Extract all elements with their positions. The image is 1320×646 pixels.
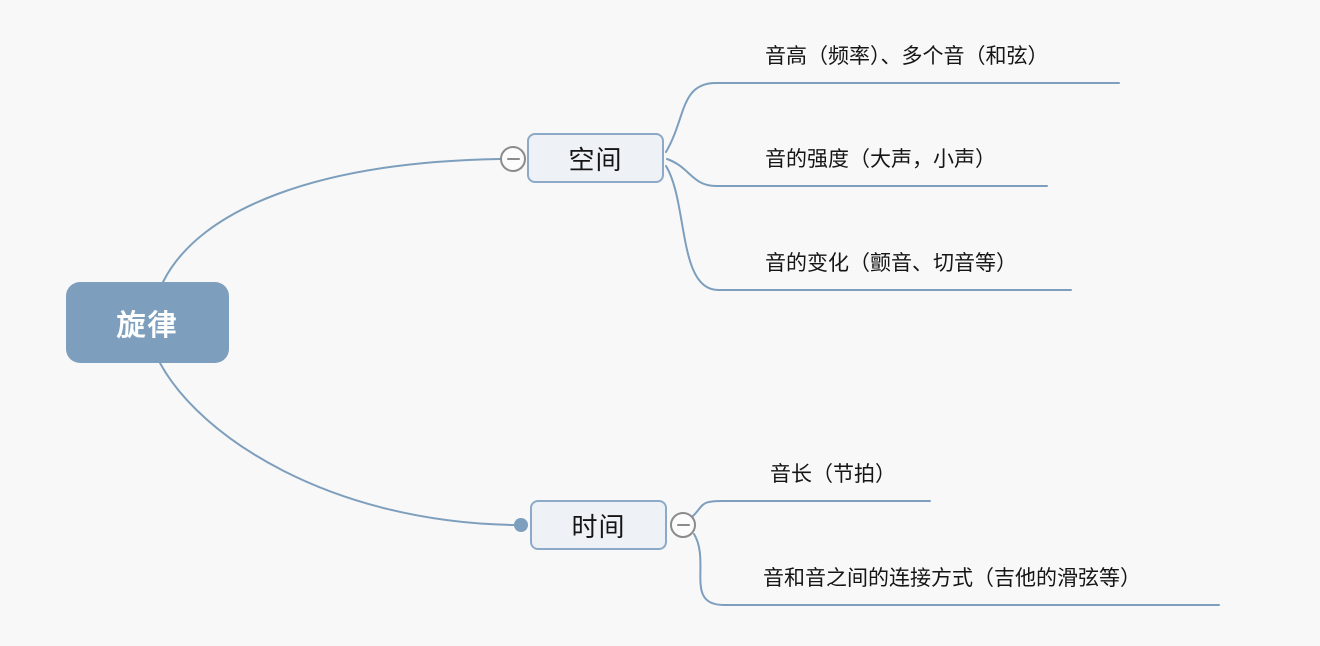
root-topic-label: 旋律 <box>116 309 179 342</box>
branch-topic-label: 空间 <box>568 144 623 175</box>
minus-icon <box>506 157 520 161</box>
branch-topic-time[interactable]: 时间 <box>530 500 667 550</box>
subtopic-variation[interactable]: 音的变化（颤音、切音等） <box>765 252 1017 275</box>
branch-topic-label: 时间 <box>571 511 626 542</box>
subtopic-intensity[interactable]: 音的强度（大声，小声） <box>765 148 996 171</box>
subtopic-note-connection[interactable]: 音和音之间的连接方式（吉他的滑弦等） <box>763 567 1141 590</box>
minus-icon <box>676 523 690 527</box>
subtopic-duration[interactable]: 音长（节拍） <box>770 463 896 486</box>
branch-topic-space[interactable]: 空间 <box>527 133 664 183</box>
subtopic-pitch-chord[interactable]: 音高（频率）、多个音（和弦） <box>765 45 1049 68</box>
connector-root-to-time <box>159 362 515 526</box>
connector-root-to-space <box>162 158 501 283</box>
collapse-button-space[interactable] <box>500 146 526 172</box>
connection-dot-icon <box>514 518 528 532</box>
collapse-button-time[interactable] <box>670 512 696 538</box>
root-topic-melody[interactable]: 旋律 <box>66 282 229 363</box>
connector-space-to-child-1 <box>665 82 1120 153</box>
connector-time-to-child-1 <box>692 500 931 517</box>
